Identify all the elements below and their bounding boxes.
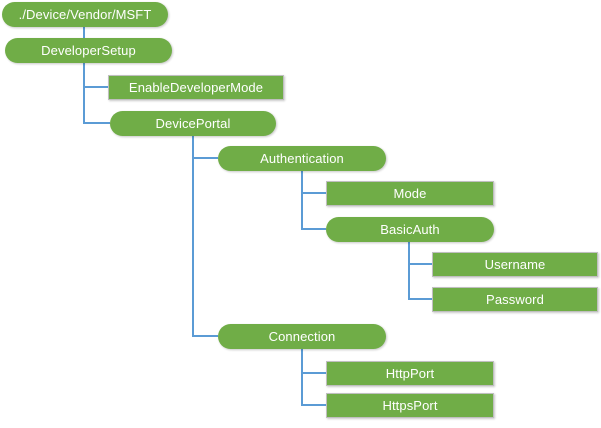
node-label-password: Password xyxy=(486,292,544,307)
node-mode[interactable]: Mode xyxy=(326,181,494,206)
node-authentication[interactable]: Authentication xyxy=(218,146,386,171)
node-label-mode: Mode xyxy=(393,186,427,201)
node-password[interactable]: Password xyxy=(432,287,598,312)
node-label-httpsport: HttpsPort xyxy=(382,398,438,413)
node-label-enabledevelopermode: EnableDeveloperMode xyxy=(128,80,264,95)
node-label-connection: Connection xyxy=(268,329,336,344)
node-label-authentication: Authentication xyxy=(260,151,344,166)
connector-developersetup-to-enabledevelopermode xyxy=(83,63,108,88)
connector-basicauth-to-password xyxy=(408,242,432,300)
node-label-basicauth: BasicAuth xyxy=(380,222,440,237)
node-username[interactable]: Username xyxy=(432,252,598,277)
connector-authentication-to-basicauth xyxy=(301,171,326,230)
node-root[interactable]: ./Device/Vendor/MSFT xyxy=(2,2,168,27)
node-label-httpport: HttpPort xyxy=(385,366,435,381)
node-connection[interactable]: Connection xyxy=(218,324,386,349)
node-httpsport[interactable]: HttpsPort xyxy=(326,393,494,418)
connector-deviceportal-to-authentication xyxy=(192,136,218,159)
connector-deviceportal-to-connection xyxy=(192,136,218,337)
connector-authentication-to-mode xyxy=(301,171,326,194)
node-deviceportal[interactable]: DevicePortal xyxy=(110,111,276,136)
connector-basicauth-to-username xyxy=(408,242,432,265)
node-label-root: ./Device/Vendor/MSFT xyxy=(18,7,152,22)
connector-connection-to-httpsport xyxy=(301,349,326,406)
connector-developersetup-to-deviceportal xyxy=(83,63,110,124)
connector-connection-to-httpport xyxy=(301,349,326,374)
node-label-deviceportal: DevicePortal xyxy=(155,116,231,131)
node-label-username: Username xyxy=(484,257,546,272)
node-label-developersetup: DeveloperSetup xyxy=(41,43,136,58)
node-basicauth[interactable]: BasicAuth xyxy=(326,217,494,242)
node-httpport[interactable]: HttpPort xyxy=(326,361,494,386)
node-developersetup[interactable]: DeveloperSetup xyxy=(5,38,172,63)
node-enabledevelopermode[interactable]: EnableDeveloperMode xyxy=(108,75,284,100)
